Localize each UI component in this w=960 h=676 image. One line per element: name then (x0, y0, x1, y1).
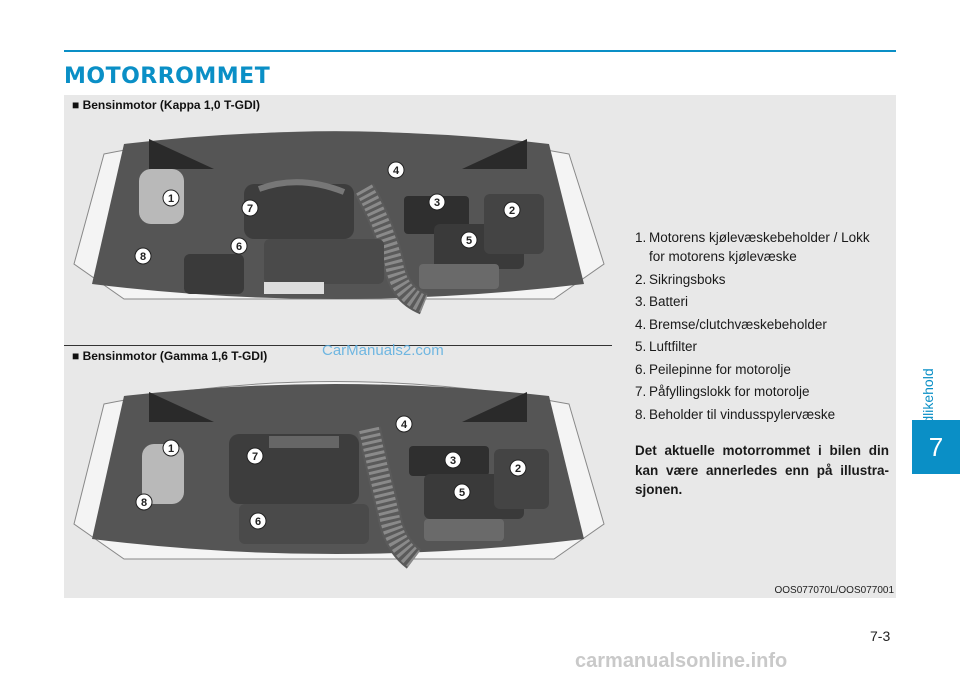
svg-text:3: 3 (434, 197, 440, 209)
section-title: MOTORROMMET (64, 64, 271, 89)
page-number: 7-3 (870, 628, 891, 644)
figure-code: OOS077070L/OOS077001 (774, 585, 894, 596)
legend-item: 8.Beholder til vindusspylervæske (635, 406, 836, 422)
legend-item: 2.Sikringsboks (635, 271, 726, 287)
disclaimer-note: Det aktuelle motorrommet i bilen din kan… (635, 443, 889, 497)
engine-illustration-kappa: 1 2 3 4 5 6 7 8 (73, 131, 605, 315)
legend-item: 5.Luftfilter (635, 339, 698, 354)
callout-4: 4 (395, 415, 413, 433)
legend-item: 3.Batteri (635, 294, 689, 309)
callout-3: 3 (428, 193, 446, 211)
svg-text:2: 2 (509, 205, 515, 217)
svg-text:8: 8 (141, 497, 147, 509)
figure-caption-gamma: ■ Bensinmotor (Gamma 1,6 T-GDI) (72, 349, 268, 363)
callout-7: 7 (241, 199, 259, 217)
component-legend: 1.Motorens kjølevæskebeholder / Lokk for… (635, 228, 885, 427)
engine-illustration-gamma: 1 2 3 4 5 6 7 8 (73, 381, 605, 569)
svg-text:5: 5 (459, 487, 465, 499)
callout-5: 5 (460, 231, 478, 249)
svg-text:5: 5 (466, 235, 472, 247)
svg-text:6: 6 (236, 241, 242, 253)
svg-text:7: 7 (252, 451, 258, 463)
figure-divider (64, 345, 612, 346)
svg-text:8: 8 (140, 251, 146, 263)
svg-text:4: 4 (393, 165, 400, 177)
legend-item: 7.Påfyllingslokk for motorolje (635, 384, 810, 399)
callout-4: 4 (387, 161, 405, 179)
svg-text:6: 6 (255, 516, 261, 528)
legend-item: 1.Motorens kjølevæskebeholder / Lokk for… (635, 230, 870, 264)
chapter-tab[interactable]: 7 (912, 420, 960, 474)
callout-8: 8 (134, 247, 152, 265)
callout-2: 2 (503, 201, 521, 219)
callout-7: 7 (246, 447, 264, 465)
svg-text:1: 1 (168, 443, 174, 455)
svg-text:3: 3 (450, 455, 456, 467)
callout-1: 1 (162, 439, 180, 457)
callout-2: 2 (509, 459, 527, 477)
svg-text:7: 7 (247, 203, 253, 215)
callout-1: 1 (162, 189, 180, 207)
svg-text:1: 1 (168, 193, 174, 205)
watermark-carmanuals2: CarManuals2.com (322, 342, 444, 359)
callout-8: 8 (135, 493, 153, 511)
watermark-carmanualsonline: carmanualsonline.info (575, 650, 788, 672)
callout-6: 6 (230, 237, 248, 255)
figure-caption-kappa: ■ Bensinmotor (Kappa 1,0 T-GDI) (72, 98, 260, 112)
legend-item: 6.Peilepinne for motorolje (635, 361, 791, 377)
svg-text:4: 4 (401, 419, 408, 431)
callout-5: 5 (453, 483, 471, 501)
callout-3: 3 (444, 451, 462, 469)
callout-6: 6 (249, 512, 267, 530)
header-rule (64, 50, 896, 52)
svg-text:2: 2 (515, 463, 521, 475)
legend-item: 4.Bremse/clutchvæskebeholder (635, 316, 827, 332)
